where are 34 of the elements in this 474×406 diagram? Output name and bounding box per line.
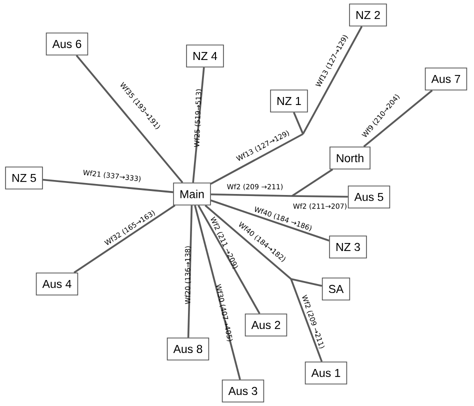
place-box: Aus 5 <box>348 186 390 208</box>
place-box: SA <box>322 278 350 300</box>
place-box: Main <box>173 182 211 206</box>
place-box: Aus 8 <box>166 338 210 360</box>
place-box: NZ 5 <box>5 166 43 190</box>
place-box: North <box>330 146 370 170</box>
place-box: Aus 4 <box>36 272 78 296</box>
place-box: NZ 2 <box>349 4 387 26</box>
place-box: Aus 3 <box>222 380 264 402</box>
connector-line <box>187 205 193 338</box>
place-box: Aus 6 <box>46 32 88 56</box>
connector-line <box>363 90 433 148</box>
connector-line <box>198 204 260 314</box>
connector-line <box>293 112 304 134</box>
place-box: NZ 1 <box>270 90 308 112</box>
connector-line <box>192 67 205 183</box>
connector-line <box>210 193 292 197</box>
connector-line <box>194 205 241 380</box>
connector-line <box>42 178 174 194</box>
connector-line <box>292 195 348 198</box>
place-box: Aus 2 <box>244 314 288 336</box>
connector-line <box>210 133 304 185</box>
place-box: Aus 7 <box>424 68 468 90</box>
place-box: Aus 1 <box>304 362 348 384</box>
connector-line <box>204 204 292 280</box>
place-box: NZ 3 <box>329 236 367 258</box>
connector-line <box>292 168 334 197</box>
connector-line <box>210 200 330 242</box>
connector-line <box>74 204 176 274</box>
connector-line <box>302 26 363 134</box>
connector-line <box>290 278 322 287</box>
place-box: NZ 4 <box>186 44 224 68</box>
connector-line <box>290 278 323 362</box>
connector-line <box>76 54 184 184</box>
